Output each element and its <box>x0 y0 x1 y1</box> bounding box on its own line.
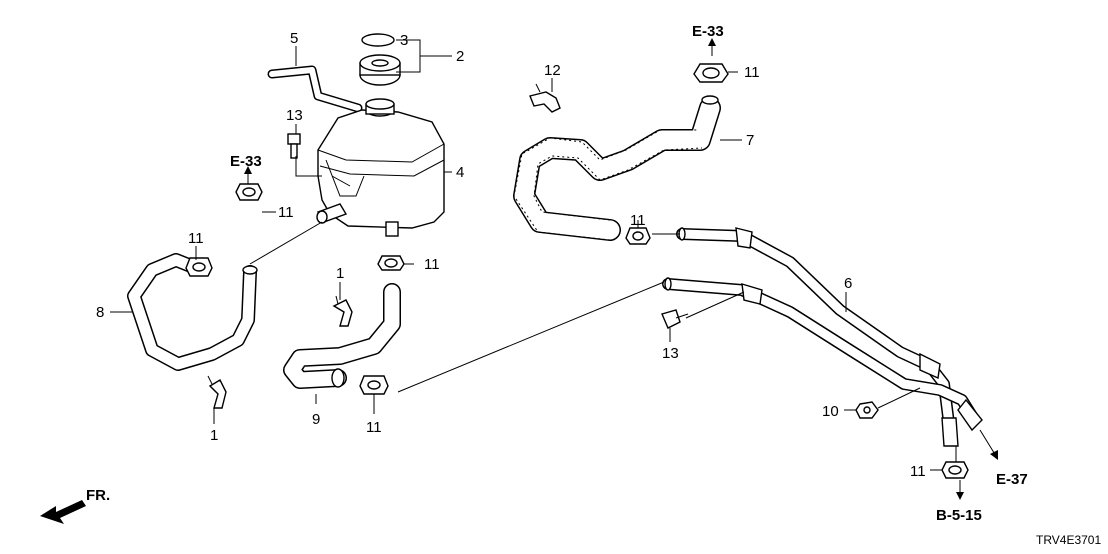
ref-e33-left: E-33 <box>230 153 262 170</box>
callout-1-left: 1 <box>210 427 218 444</box>
hose-8 <box>127 253 258 371</box>
reservoir-cap-2 <box>359 54 401 86</box>
callout-2: 2 <box>456 48 464 65</box>
clamp-11-center <box>377 255 405 271</box>
clip-1-center <box>332 295 353 327</box>
hose-9 <box>283 283 401 389</box>
diagram-code: TRV4E3701 <box>1036 533 1101 547</box>
reference-labels: E-33 E-33 E-37 B-5-15 <box>230 23 1028 524</box>
callout-8: 8 <box>96 304 104 321</box>
callout-9: 9 <box>312 411 320 428</box>
nut-10 <box>855 401 879 419</box>
ref-b515: B-5-15 <box>936 507 982 524</box>
ref-e37: E-37 <box>996 471 1028 488</box>
callout-labels: 5 3 2 4 13 11 7 12 11 11 8 11 1 11 6 13 … <box>96 30 926 480</box>
clamp-11-hose9 <box>359 375 389 395</box>
leader-lines <box>110 38 998 500</box>
pipe-assembly-6 <box>662 227 983 447</box>
ref-e33-right: E-33 <box>692 23 724 40</box>
callout-3: 3 <box>400 32 408 49</box>
fr-label: FR. <box>86 487 110 504</box>
callout-13-tank: 13 <box>286 107 303 124</box>
bolt-13-pipe <box>661 309 689 329</box>
reservoir-tank-4 <box>316 98 445 237</box>
callout-11-bottom-right: 11 <box>910 463 926 480</box>
callout-11-hose8: 11 <box>188 230 204 247</box>
callout-4: 4 <box>456 164 464 181</box>
callout-11-center: 11 <box>424 256 440 273</box>
callout-11-top-right: 11 <box>744 64 760 81</box>
breather-hose-5 <box>267 65 363 113</box>
callout-6: 6 <box>844 275 852 292</box>
callout-1-center: 1 <box>336 265 344 282</box>
front-direction-arrow: FR. <box>40 487 110 524</box>
callout-12: 12 <box>544 62 561 79</box>
callout-10: 10 <box>822 403 839 420</box>
clamp-11-hose8 <box>185 257 213 277</box>
callout-11-hose9: 11 <box>366 419 382 436</box>
callout-11-hose7: 11 <box>630 212 646 229</box>
cap-seal-3 <box>361 33 395 47</box>
clamp-11-tank <box>235 183 263 201</box>
clamp-11-hose7 <box>625 227 651 245</box>
callout-13-pipe: 13 <box>662 345 679 362</box>
hose-7 <box>513 95 721 241</box>
callout-5: 5 <box>290 30 298 47</box>
clamp-11-top-right <box>693 63 729 83</box>
callout-7: 7 <box>746 132 754 149</box>
clip-1-left <box>207 375 227 409</box>
bolt-13-tank <box>287 133 301 159</box>
clip-12 <box>529 83 561 113</box>
clamp-11-bottom-right <box>941 461 969 479</box>
callout-11-tank: 11 <box>278 204 294 221</box>
